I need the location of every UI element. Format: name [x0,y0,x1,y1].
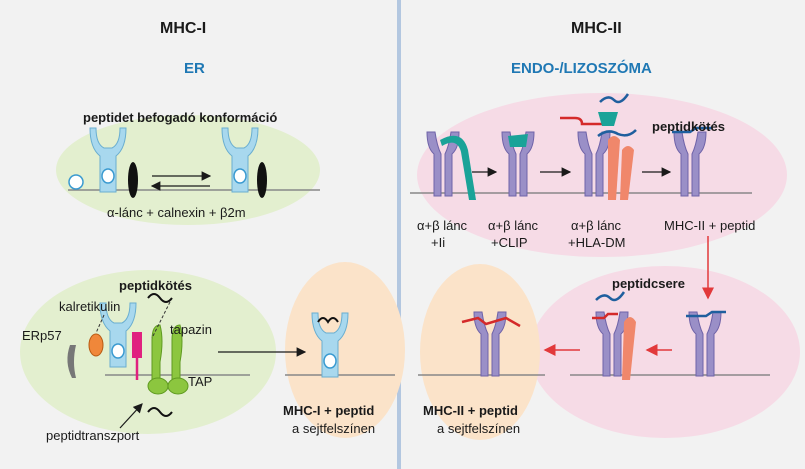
endosome-pink-region-bottom [530,266,800,438]
erp57-label: ERp57 [22,328,62,343]
cell-surface-orange-region-2 [420,264,540,440]
panel-divider [397,0,401,469]
mhc1-molecule [221,127,267,198]
step1-label-b: +Ii [431,235,446,250]
mhc2-title: MHC-II [571,20,622,37]
exchange-label: peptidcsere [612,276,685,291]
mhc1-result-sub: a sejtfelszínen [292,421,376,436]
mhc2-clip [501,131,535,197]
step3-label-b: +HLA-DM [568,235,626,250]
mhc1-binding-label: peptidkötés [119,278,192,293]
mhc2-peptide [672,126,712,197]
er-green-region-bottom [20,270,276,434]
step1-label-a: α+β lánc [417,218,468,233]
mhc1-molecule [68,127,138,198]
mhc2-invariant-chain [426,131,476,200]
mhc1-surface-molecule [311,312,349,378]
tap-label: TAP [188,374,213,389]
step2-label-b: +CLIP [491,235,528,250]
tapazin-label: tapazin [170,322,212,337]
step2-label-a: α+β lánc [488,218,539,233]
complex-label: α-lánc + calnexin + β2m [107,205,246,220]
er-label: ER [184,60,205,77]
mhc1-title: MHC-I [160,20,207,37]
conformation-label: peptidet befogadó konformáció [83,110,278,125]
mhc2-hla-dm [560,93,637,200]
mhc2-peptide-bottom [686,310,726,377]
endosome-label: ENDO-/LIZOSZÓMA [511,60,652,77]
mhc1-result-label: MHC-I + peptid [283,403,375,418]
transport-arrow [119,403,143,429]
cell-surface-orange-region-1 [285,262,405,438]
mhc2-binding-label: peptidkötés [652,119,725,134]
mhc2-surface-molecule [461,311,521,377]
peptide-loading-complex [67,293,189,417]
step3-label-a: α+β lánc [571,218,622,233]
kalretikulin-label: kalretikulin [59,299,121,314]
mhc2-exchange [592,291,636,380]
mhc2-result-label: MHC-II + peptid [423,403,518,418]
transport-label: peptidtranszport [46,428,140,443]
mhc2-result-sub: a sejtfelszínen [437,421,521,436]
step4-label: MHC-II + peptid [664,218,756,233]
